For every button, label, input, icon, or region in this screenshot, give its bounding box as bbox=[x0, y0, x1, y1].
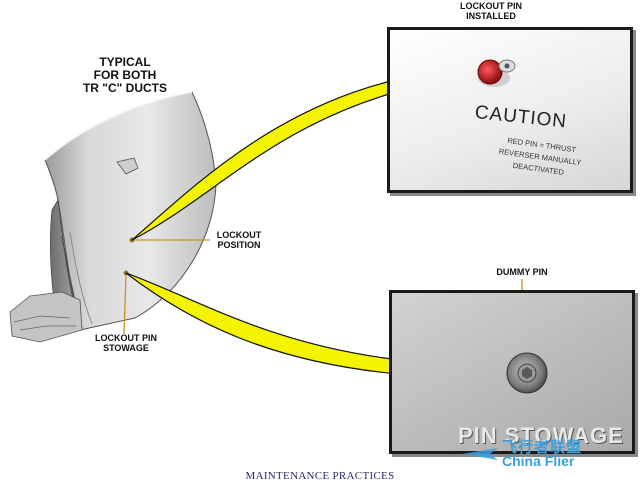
duct-heading: TYPICAL FOR BOTH TR "C" DUCTS bbox=[80, 55, 170, 96]
c-duct-lower-structure bbox=[9, 291, 83, 343]
photo-pin-stowage: PIN STOWAGE bbox=[389, 290, 635, 454]
c-duct-latch-fairing bbox=[116, 157, 139, 175]
label-dummy-pin: DUMMY PIN bbox=[480, 267, 564, 278]
watermark-cn: 飞行者联盟 bbox=[502, 439, 583, 456]
duct-heading-line-2: FOR BOTH bbox=[93, 68, 157, 83]
label-lockout-pin-installed: LOCKOUT PIN INSTALLED bbox=[446, 1, 536, 22]
watermark-en: China Flier bbox=[502, 453, 575, 469]
label-lockout-pin-stowage-line-2: STOWAGE bbox=[103, 342, 149, 353]
label-lockout-pin-installed-line-2: INSTALLED bbox=[466, 10, 516, 21]
duct-heading-line-3: TR "C" DUCTS bbox=[82, 81, 168, 96]
label-dummy-pin-line-1: DUMMY PIN bbox=[496, 267, 548, 277]
c-duct-edge-highlight bbox=[44, 91, 193, 161]
label-lockout-pin-stowage-line-1: LOCKOUT PIN bbox=[95, 333, 157, 343]
leader-lockout-stowage bbox=[123, 274, 127, 335]
red-pin-graphic bbox=[477, 59, 516, 87]
c-duct-lower-frame bbox=[13, 315, 76, 331]
pin-stowage-placard: PIN STOWAGE bbox=[458, 423, 624, 448]
red-pin-icon bbox=[477, 59, 503, 85]
photo-lockout-pin-installed: CAUTION RED PIN = THRUST REVERSER MANUAL… bbox=[387, 27, 633, 193]
duct-heading-line-1: TYPICAL bbox=[99, 55, 151, 69]
dummy-pin-graphic bbox=[506, 352, 548, 394]
label-lockout-pin-installed-line-1: LOCKOUT PIN bbox=[460, 1, 522, 11]
label-lockout-pin-stowage: LOCKOUT PIN STOWAGE bbox=[86, 333, 166, 354]
label-lockout-position-line-1: LOCKOUT bbox=[216, 230, 262, 240]
watermark: 飞行者联盟 China Flier bbox=[460, 436, 638, 470]
c-duct-illustration bbox=[9, 91, 217, 343]
watermark-plane-icon bbox=[462, 448, 498, 460]
label-lockout-position: LOCKOUT POSITION bbox=[204, 230, 274, 251]
page-footer: MAINTENANCE PRACTICES bbox=[245, 470, 395, 482]
label-lockout-position-line-2: POSITION bbox=[217, 239, 261, 250]
c-duct-rib-2 bbox=[69, 231, 93, 325]
